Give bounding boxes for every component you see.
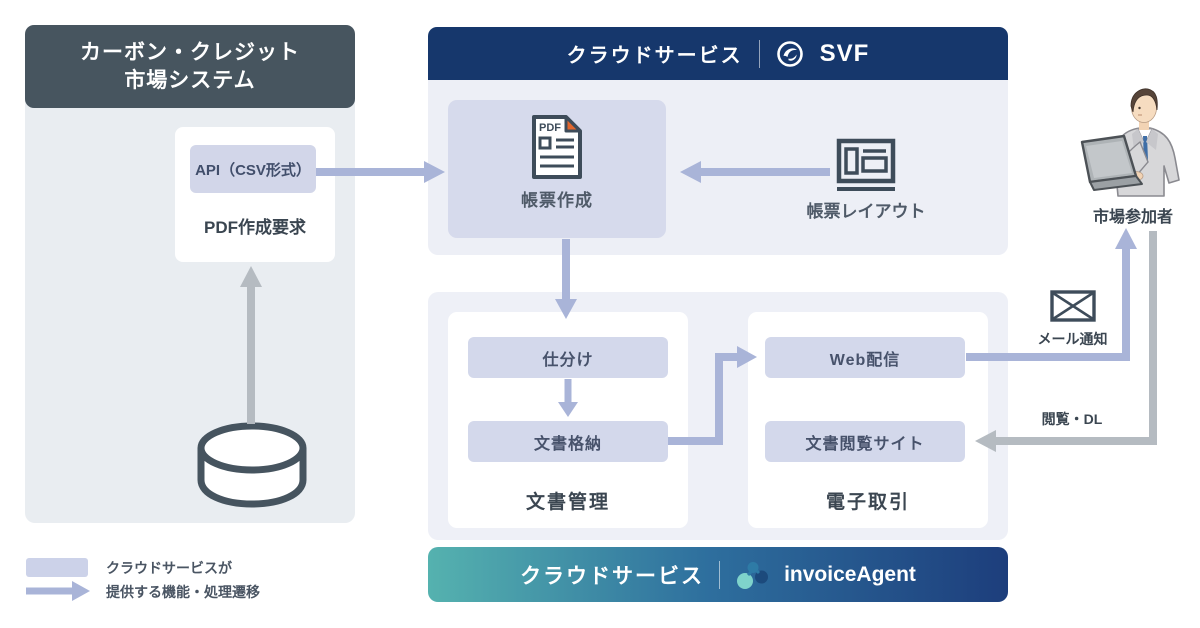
svf-logo-icon [776, 40, 803, 67]
doc-store-box: 文書格納 [468, 421, 668, 462]
business-person-laptop-illustration [1080, 88, 1180, 197]
mail-notice-label: メール通知 [1037, 331, 1108, 347]
pdf-document-icon: PDF [532, 115, 582, 179]
doc-view-site-box: 文書閲覧サイト [765, 421, 965, 462]
api-csv-chip: API（CSV形式） [190, 145, 316, 193]
footer-divider [719, 560, 721, 589]
form-layout-icon [836, 138, 896, 191]
doc-management-caption: 文書管理 [525, 492, 610, 513]
legend-text-line2: 提供する機能・処理遷移 [106, 584, 260, 600]
web-delivery-box: Web配信 [765, 337, 965, 378]
ia-footer-product-label: invoiceAgent [784, 562, 916, 586]
pdf-request-label: PDF作成要求 [204, 218, 306, 237]
svf-header-service-label: クラウドサービス [566, 45, 743, 67]
view-download-label: 閲覧・DL [1041, 411, 1103, 427]
carbon-credit-title-line2: 市場システム [124, 68, 256, 92]
legend-arrow [26, 581, 90, 601]
legend-function-swatch [26, 558, 88, 577]
svf-header-product-label: SVF [819, 39, 870, 67]
carbon-credit-system-header: カーボン・クレジット 市場システム [25, 25, 355, 108]
form-create-label: 帳票作成 [521, 191, 593, 210]
legend-text-line1: クラウドサービスが [106, 560, 232, 576]
sort-box: 仕分け [468, 337, 668, 378]
svf-cloud-service-header: クラウドサービス SVF [428, 27, 1008, 80]
pdf-badge-text: PDF [539, 122, 561, 134]
invoice-agent-footer: クラウドサービス invoiceAgent [428, 547, 1008, 602]
mail-envelope-icon [1050, 290, 1096, 322]
invoice-agent-logo-icon [737, 561, 769, 589]
form-layout-label: 帳票レイアウト [806, 202, 926, 221]
form-create-box: PDF 帳票作成 [448, 100, 666, 238]
carbon-credit-title-line1: カーボン・クレジット [80, 40, 300, 64]
e-transaction-caption: 電子取引 [825, 492, 910, 513]
header-divider [758, 39, 760, 68]
market-participant-label: 市場参加者 [1092, 209, 1173, 226]
database-cylinder-icon [197, 422, 307, 508]
ia-footer-service-label: クラウドサービス [520, 564, 705, 588]
